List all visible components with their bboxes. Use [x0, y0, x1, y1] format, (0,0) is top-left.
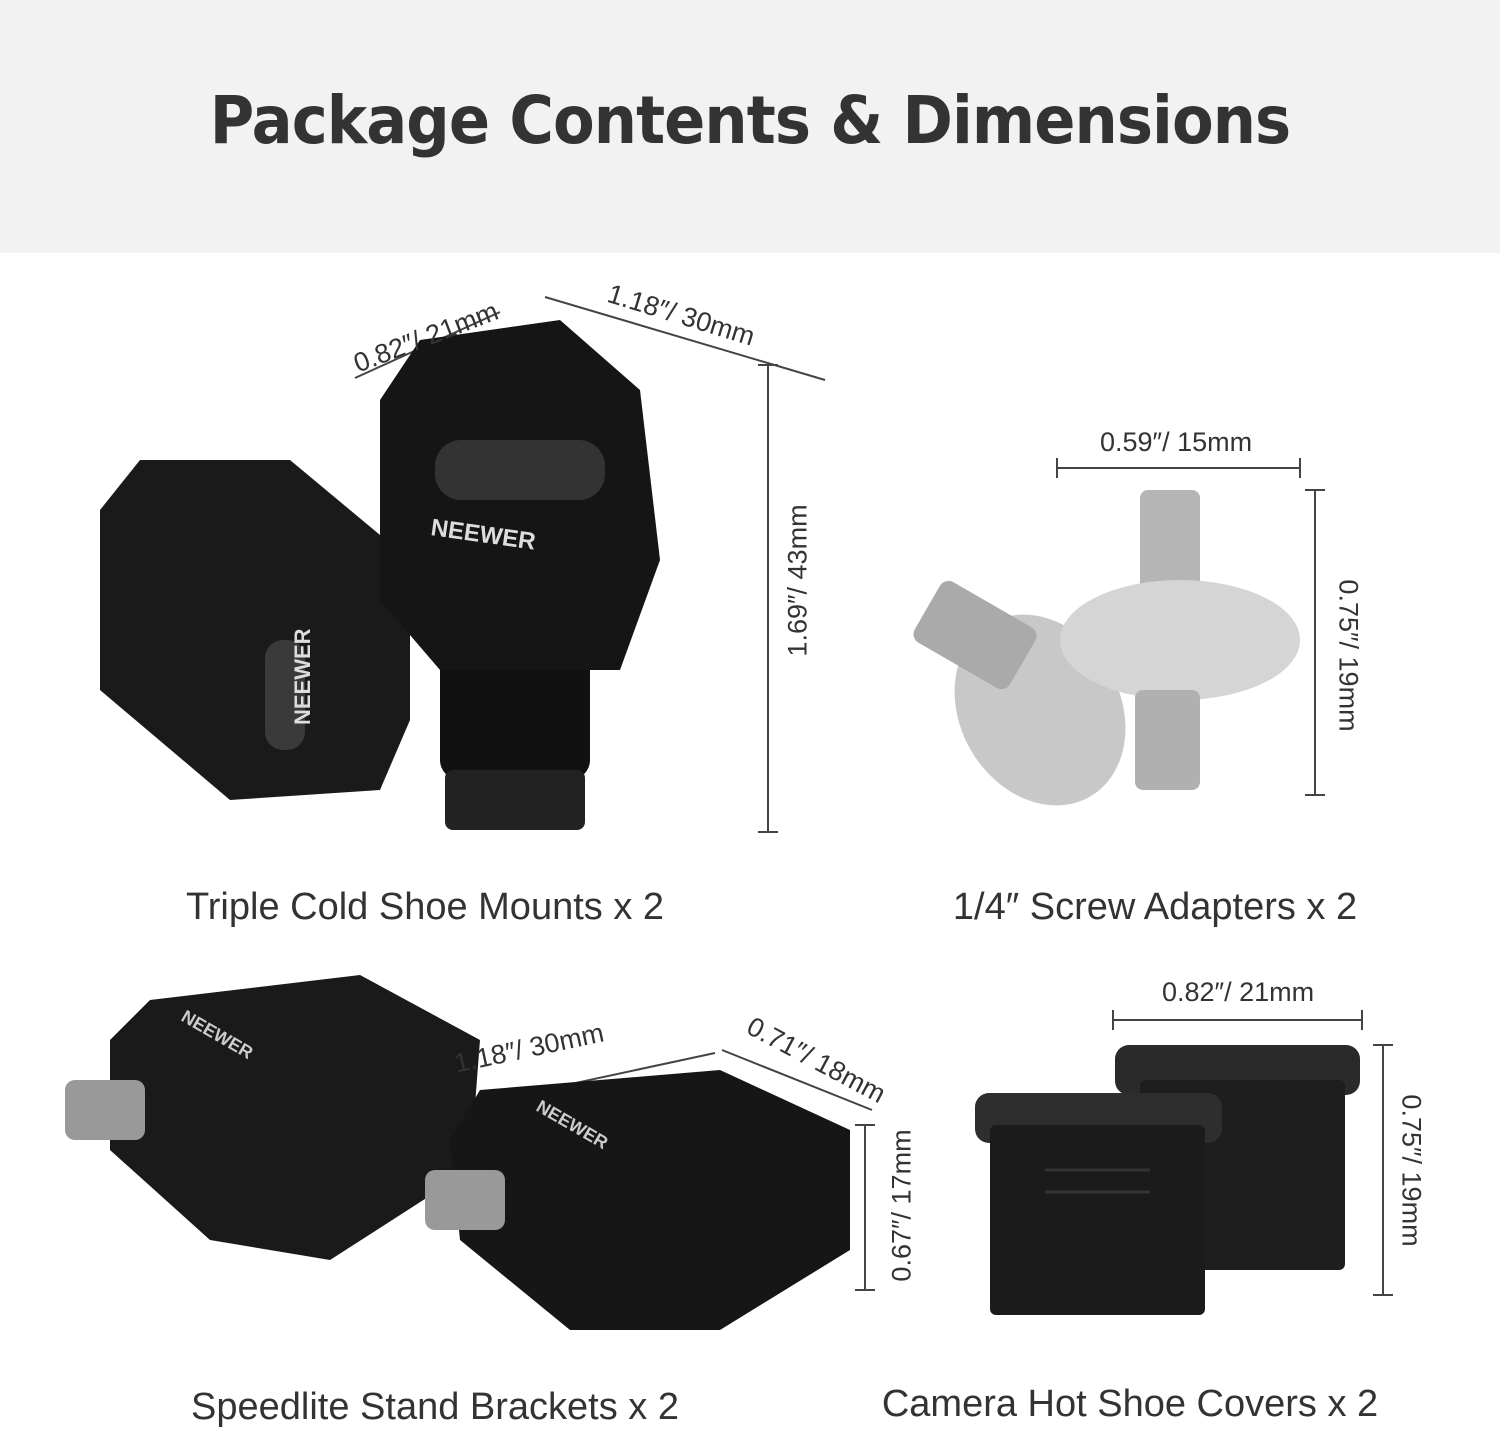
dimension-label: 0.67″/ 17mm [886, 1129, 917, 1282]
speedlite-bracket-image: NEEWER NEEWER [65, 975, 850, 1330]
screw-adapter-image [913, 490, 1300, 806]
triple-cold-shoe-mount-image: NEEWER NEEWER [100, 320, 660, 830]
product-caption: Camera Hot Shoe Covers x 2 [881, 1383, 1379, 1425]
dimension-label: 0.75″/ 19mm [1396, 1094, 1427, 1247]
header-band: Package Contents & Dimensions [0, 0, 1500, 253]
dimension-label: 0.59″/ 15mm [1100, 427, 1253, 457]
page-title: Package Contents & Dimensions [209, 82, 1292, 159]
svg-text:NEEWER: NEEWER [290, 628, 315, 725]
dimension-label: 0.75″/ 19mm [1333, 579, 1364, 732]
hot-shoe-cover-image [975, 1045, 1360, 1315]
dimension-label: 0.82″/ 21mm [1162, 977, 1315, 1007]
product-caption: Triple Cold Shoe Mounts x 2 [185, 886, 665, 928]
dimension-label: 1.69″/ 43mm [782, 504, 813, 657]
product-caption: Speedlite Stand Brackets x 2 [191, 1386, 679, 1428]
product-caption: 1/4″ Screw Adapters x 2 [952, 886, 1358, 928]
